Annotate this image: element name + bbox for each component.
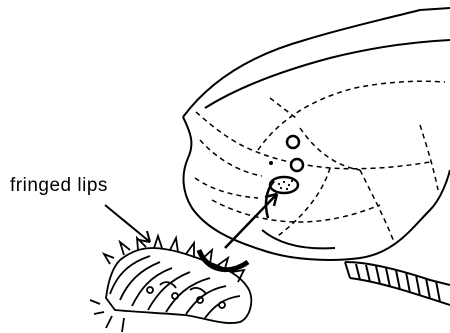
label-arrow	[105, 205, 150, 242]
upper-eye	[287, 136, 299, 148]
mouth-arrow	[225, 194, 277, 248]
head-outline	[183, 117, 450, 260]
ventral-fin	[345, 262, 450, 305]
lower-eye	[291, 159, 303, 171]
lower-jaw	[262, 230, 335, 248]
eyes	[287, 136, 303, 171]
fringed-lips-label: fringed lips	[10, 175, 108, 197]
lip-bracket	[199, 250, 248, 270]
fringed-lips-detail	[90, 236, 251, 332]
nostril	[269, 161, 273, 165]
mouth	[266, 177, 298, 218]
lateral-line-pores	[195, 81, 445, 245]
dorsal-fin	[183, 8, 450, 117]
